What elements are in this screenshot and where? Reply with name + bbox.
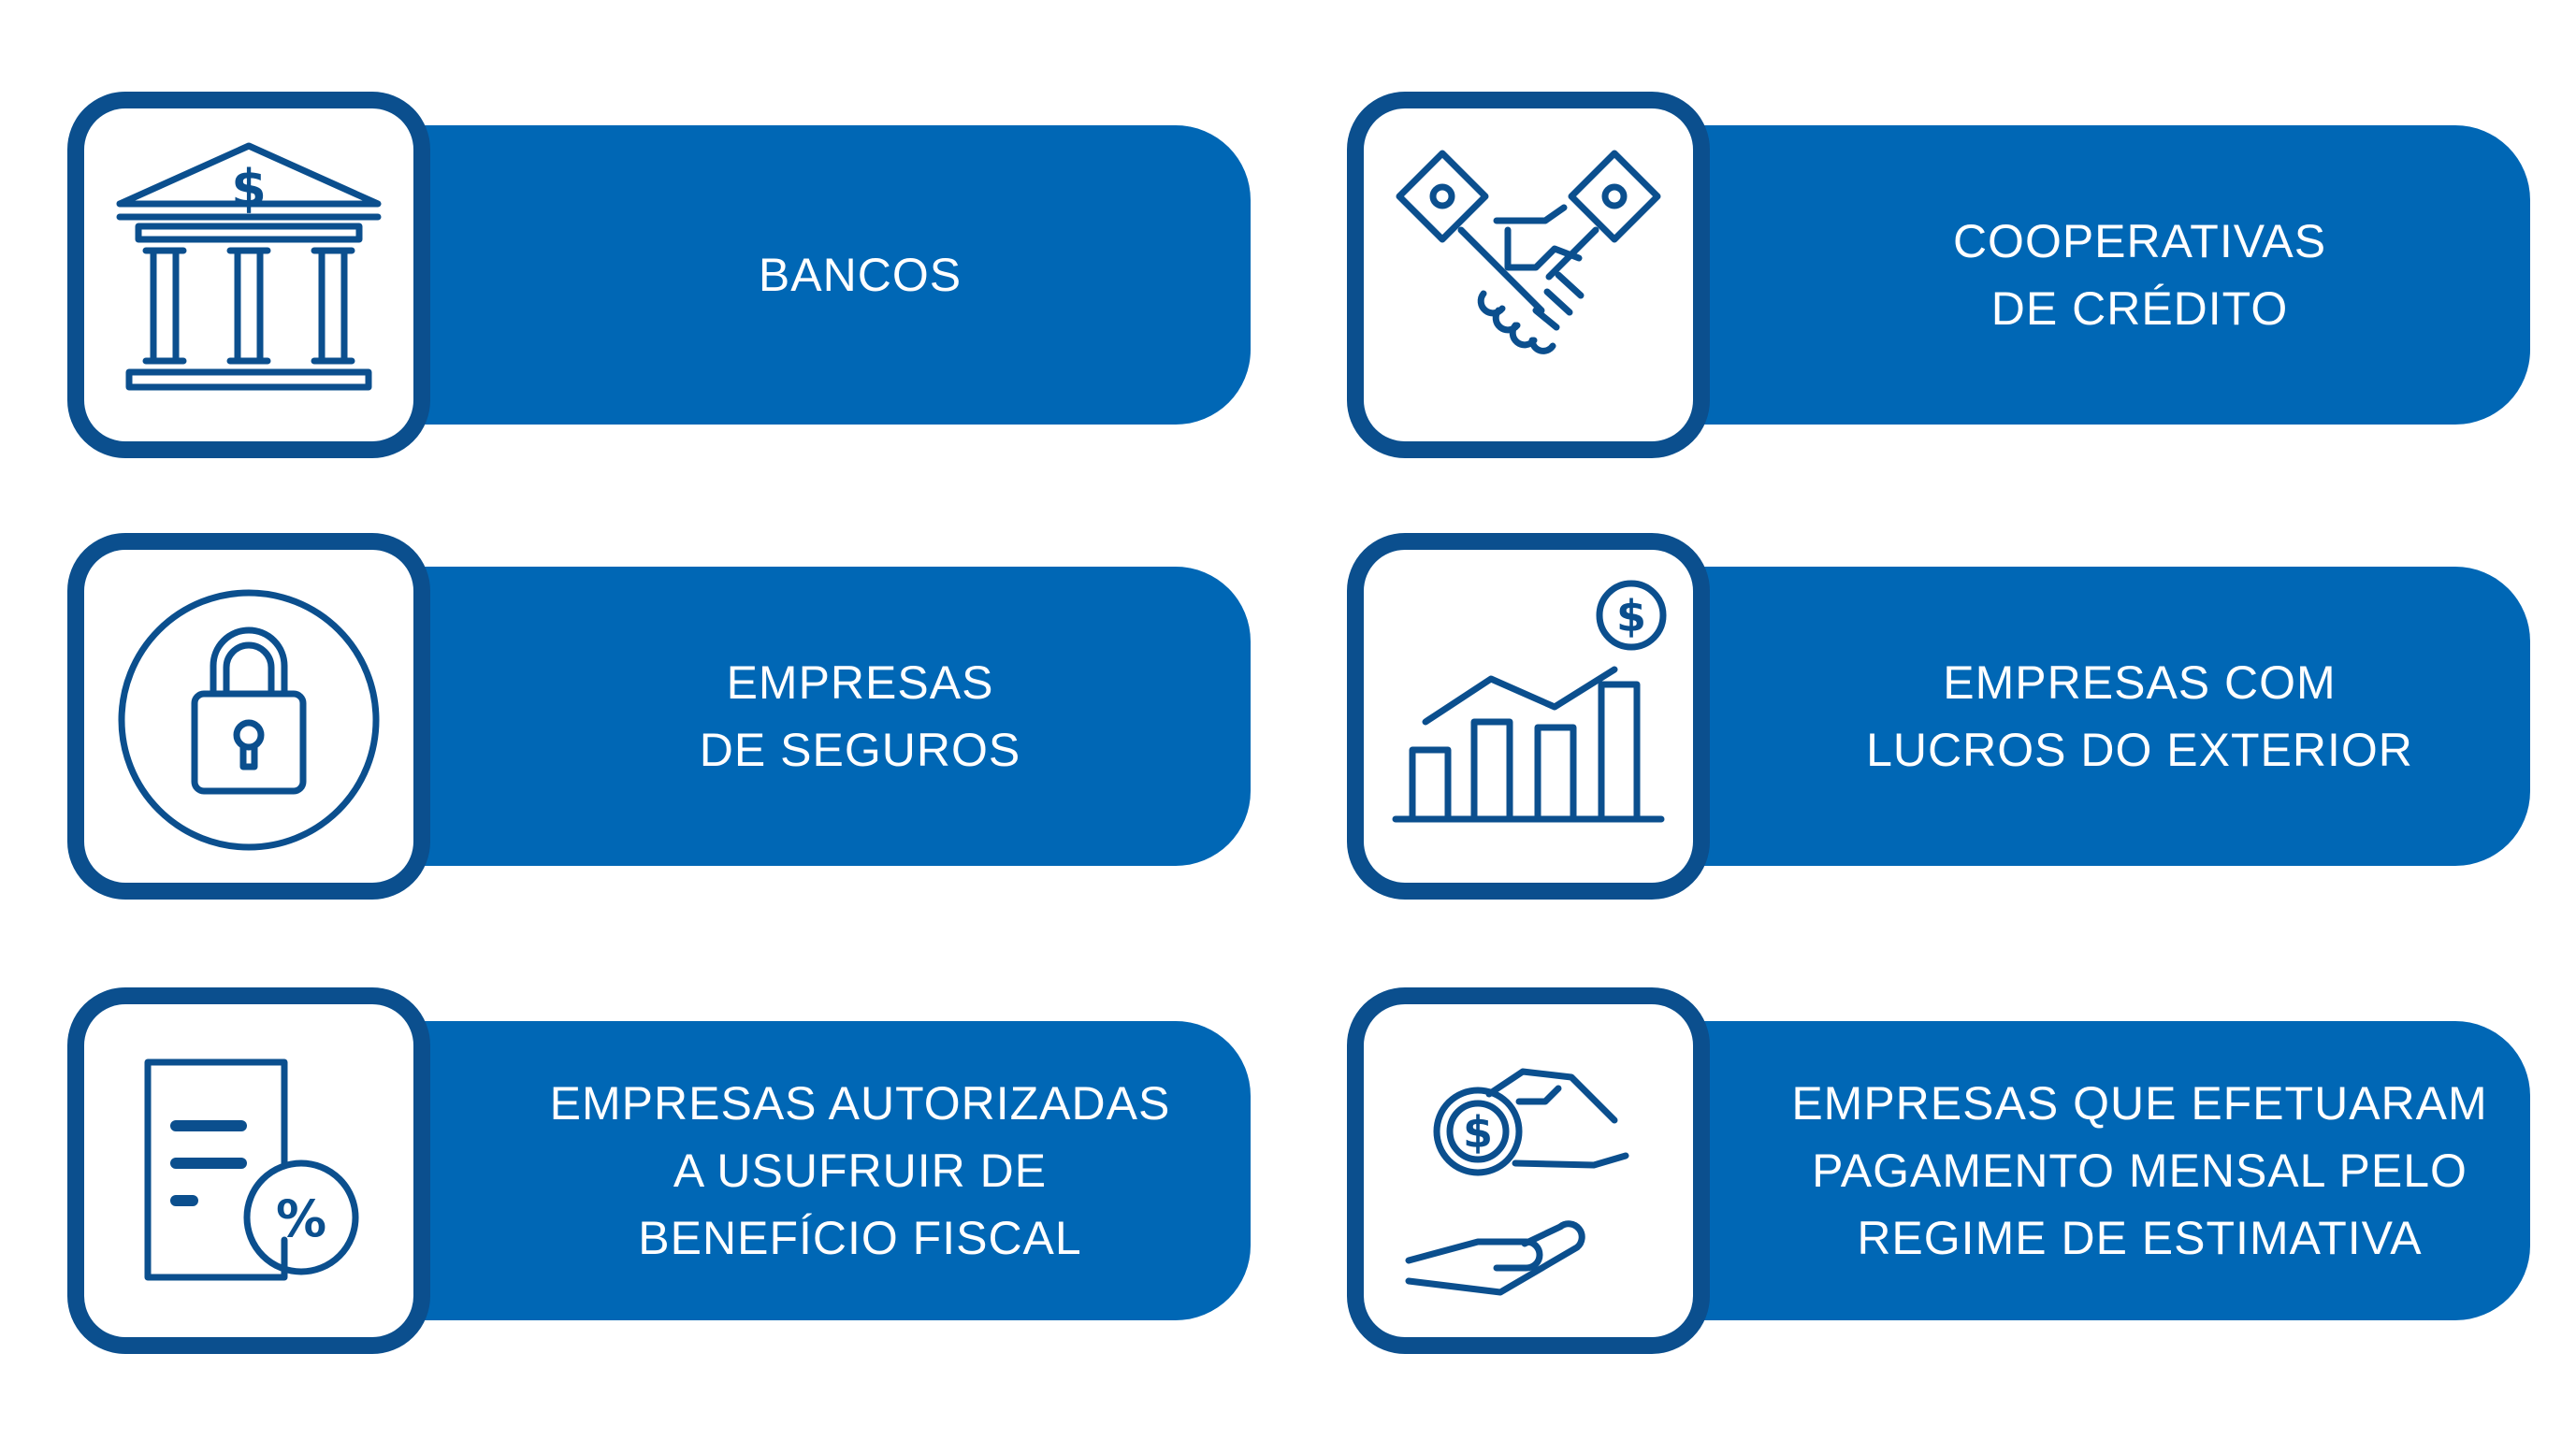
icon-frame: $ xyxy=(67,92,430,458)
label-pill xyxy=(1628,125,2530,425)
card-label: BANCOS xyxy=(758,249,962,301)
icon-frame: $ xyxy=(1347,987,1710,1354)
svg-text:$: $ xyxy=(231,159,267,218)
label-pill xyxy=(348,567,1251,866)
card-label: COOPERATIVAS DE CRÉDITO xyxy=(1952,215,2327,335)
icon-frame: % xyxy=(67,987,430,1354)
card-cooperativas: COOPERATIVAS DE CRÉDITO xyxy=(1347,92,2530,458)
card-lucros-exterior: EMPRESAS COM LUCROS DO EXTERIOR $ xyxy=(1347,533,2530,900)
handshake-icon xyxy=(1396,150,1661,354)
growth-chart-icon: $ xyxy=(1392,580,1667,823)
card-label: EMPRESAS AUTORIZADAS A USUFRUIR DE BENEF… xyxy=(549,1077,1171,1264)
svg-text:$: $ xyxy=(1616,591,1646,641)
label-pill xyxy=(348,1021,1251,1320)
padlock-icon xyxy=(118,589,380,851)
tax-document-icon: % xyxy=(144,1058,359,1281)
coin-hands-icon: $ xyxy=(1405,1068,1629,1296)
icon-frame xyxy=(67,533,430,900)
bank-icon: $ xyxy=(116,142,382,391)
card-bancos: BANCOS $ xyxy=(67,92,1251,458)
svg-text:$: $ xyxy=(1463,1107,1493,1158)
icon-frame: $ xyxy=(1347,533,1710,900)
card-label: EMPRESAS DE SEGUROS xyxy=(699,656,1021,776)
label-pill xyxy=(1628,1021,2530,1320)
card-seguros: EMPRESAS DE SEGUROS xyxy=(67,533,1251,900)
icon-frame xyxy=(1347,92,1710,458)
label-pill xyxy=(348,125,1251,425)
svg-text:%: % xyxy=(276,1189,326,1248)
label-pill xyxy=(1628,567,2530,866)
card-label: EMPRESAS COM LUCROS DO EXTERIOR xyxy=(1866,656,2413,776)
card-beneficio-fiscal: EMPRESAS AUTORIZADAS A USUFRUIR DE BENEF… xyxy=(67,987,1251,1354)
card-label: EMPRESAS QUE EFETUARAM PAGAMENTO MENSAL … xyxy=(1791,1077,2488,1264)
card-estimativa: EMPRESAS QUE EFETUARAM PAGAMENTO MENSAL … xyxy=(1347,987,2530,1354)
